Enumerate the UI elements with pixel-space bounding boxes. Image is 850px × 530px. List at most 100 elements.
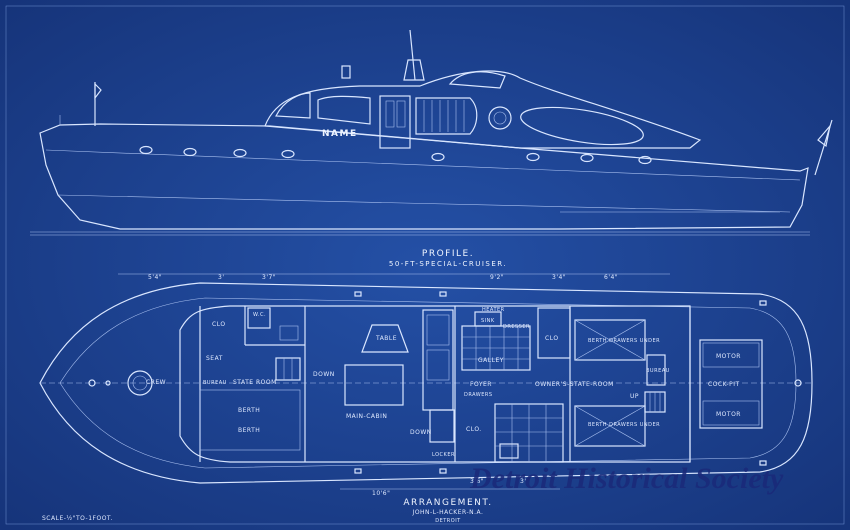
life-ring	[488, 106, 512, 130]
room-label: W.C.	[253, 312, 266, 318]
anchor-winch-inner	[132, 375, 148, 391]
owner-bureau	[646, 354, 666, 386]
room-label: FOYER	[470, 381, 492, 388]
chock	[105, 380, 111, 386]
dim-label: 3'6"	[470, 478, 484, 485]
room-label: SINK	[481, 318, 495, 324]
cabin-door	[379, 95, 411, 149]
stern-flag	[817, 123, 832, 148]
watermark: Detroit Historical Society	[469, 462, 784, 495]
cockpit-well	[699, 339, 763, 429]
designer-credit: JOHN-L-HACKER-N.A.	[412, 509, 484, 516]
basin	[279, 325, 299, 341]
plan-hull-outline	[39, 282, 813, 484]
room-label: MOTOR	[716, 353, 741, 360]
dim-label: 10'6"	[372, 490, 390, 497]
room-label: BERTH	[238, 427, 260, 434]
main-cabin-settee	[344, 364, 404, 406]
mast	[409, 29, 416, 81]
room-label: OWNER'S-STATE-ROOM	[535, 381, 614, 388]
wc-aft	[499, 443, 519, 459]
dim-label: 9'2"	[490, 274, 504, 281]
room-label: COCK-PIT	[708, 381, 740, 388]
porthole	[139, 145, 153, 155]
anchor-winch	[127, 370, 153, 396]
life-ring-inner	[493, 111, 507, 125]
main-cabin-table	[361, 324, 409, 353]
motor-hatch-1	[702, 342, 760, 368]
fwd-berth-frame	[199, 389, 301, 451]
room-label: MAIN-CABIN	[346, 413, 387, 420]
louvered-window	[415, 97, 478, 135]
bow-flag	[94, 82, 102, 100]
searchlight	[341, 65, 351, 79]
room-label: CLO.	[466, 426, 482, 433]
locker-box	[429, 409, 455, 443]
owner-berth-2	[574, 405, 646, 447]
portholes	[139, 145, 652, 165]
porthole	[526, 152, 540, 162]
head-floor-grid	[495, 404, 563, 462]
room-label: DRAWERS	[464, 392, 493, 398]
room-label: DOWN	[313, 371, 335, 378]
designer-city: DETROIT	[435, 518, 461, 524]
arrangement-title: ARRANGEMENT.	[403, 498, 492, 508]
room-label: CLO	[212, 321, 226, 328]
wc-fwd-box	[247, 307, 271, 329]
dim-label: 3'4"	[552, 274, 566, 281]
room-label: UP	[630, 393, 639, 400]
room-label: BUREAU	[646, 368, 670, 374]
dim-label: 3'7"	[262, 274, 276, 281]
room-label: SEAT	[206, 355, 223, 362]
deck-cleats	[354, 291, 767, 474]
room-label: BERTH	[238, 407, 260, 414]
profile-subtitle: 50-FT-SPECIAL-CRUISER.	[389, 260, 507, 268]
room-label: TABLE	[375, 335, 397, 342]
owner-berth-1	[574, 319, 646, 361]
room-label: STATE ROOM	[233, 379, 277, 386]
room-label: MOTOR	[716, 411, 741, 418]
stern-cleat	[794, 379, 802, 387]
bow-cleat-plan	[88, 379, 96, 387]
sheet-border	[5, 5, 845, 525]
skylight	[448, 71, 506, 89]
sink-unit	[474, 311, 502, 327]
room-label: BUREAU	[203, 380, 227, 386]
dim-label: 3'	[520, 478, 526, 485]
arrangement-view: 5'4" 3' 3'7" 9'2" 3'4" 6'4" 10'6" 3'6" 3…	[39, 273, 813, 497]
porthole	[183, 147, 197, 157]
porthole	[281, 149, 295, 159]
room-label: CLO	[545, 335, 559, 342]
room-label: GALLEY	[478, 357, 504, 364]
scale-note: SCALE-½"TO-1FOOT.	[42, 515, 113, 522]
dim-label: 3'	[218, 274, 224, 281]
louver-lines	[423, 100, 465, 132]
room-label: DOWN	[410, 429, 432, 436]
dim-label: 6'4"	[604, 274, 618, 281]
dim-label: 5'4"	[148, 274, 162, 281]
porthole	[431, 152, 445, 162]
door-pane	[396, 100, 406, 128]
porthole	[580, 153, 594, 163]
mast-base	[403, 59, 425, 81]
windshield	[275, 92, 311, 119]
porthole	[233, 148, 247, 158]
profile-view: NAME	[30, 29, 833, 236]
profile-title: PROFILE.	[422, 249, 474, 259]
room-label: BERTH DRAWERS UNDER	[588, 422, 660, 428]
fwd-drawers	[275, 357, 301, 381]
deck-window	[317, 95, 371, 125]
door-pane	[385, 100, 395, 128]
name-plate: NAME	[322, 129, 358, 139]
room-label: HEATER	[482, 307, 505, 313]
room-label: CREW	[146, 379, 166, 386]
hull-outline	[39, 123, 809, 230]
room-label: BERTH DRAWERS UNDER	[588, 338, 660, 344]
room-label: DRESSER	[503, 324, 530, 330]
aft-cabin-window	[520, 106, 644, 146]
porthole	[638, 155, 652, 165]
motor-hatch-2	[702, 400, 760, 426]
